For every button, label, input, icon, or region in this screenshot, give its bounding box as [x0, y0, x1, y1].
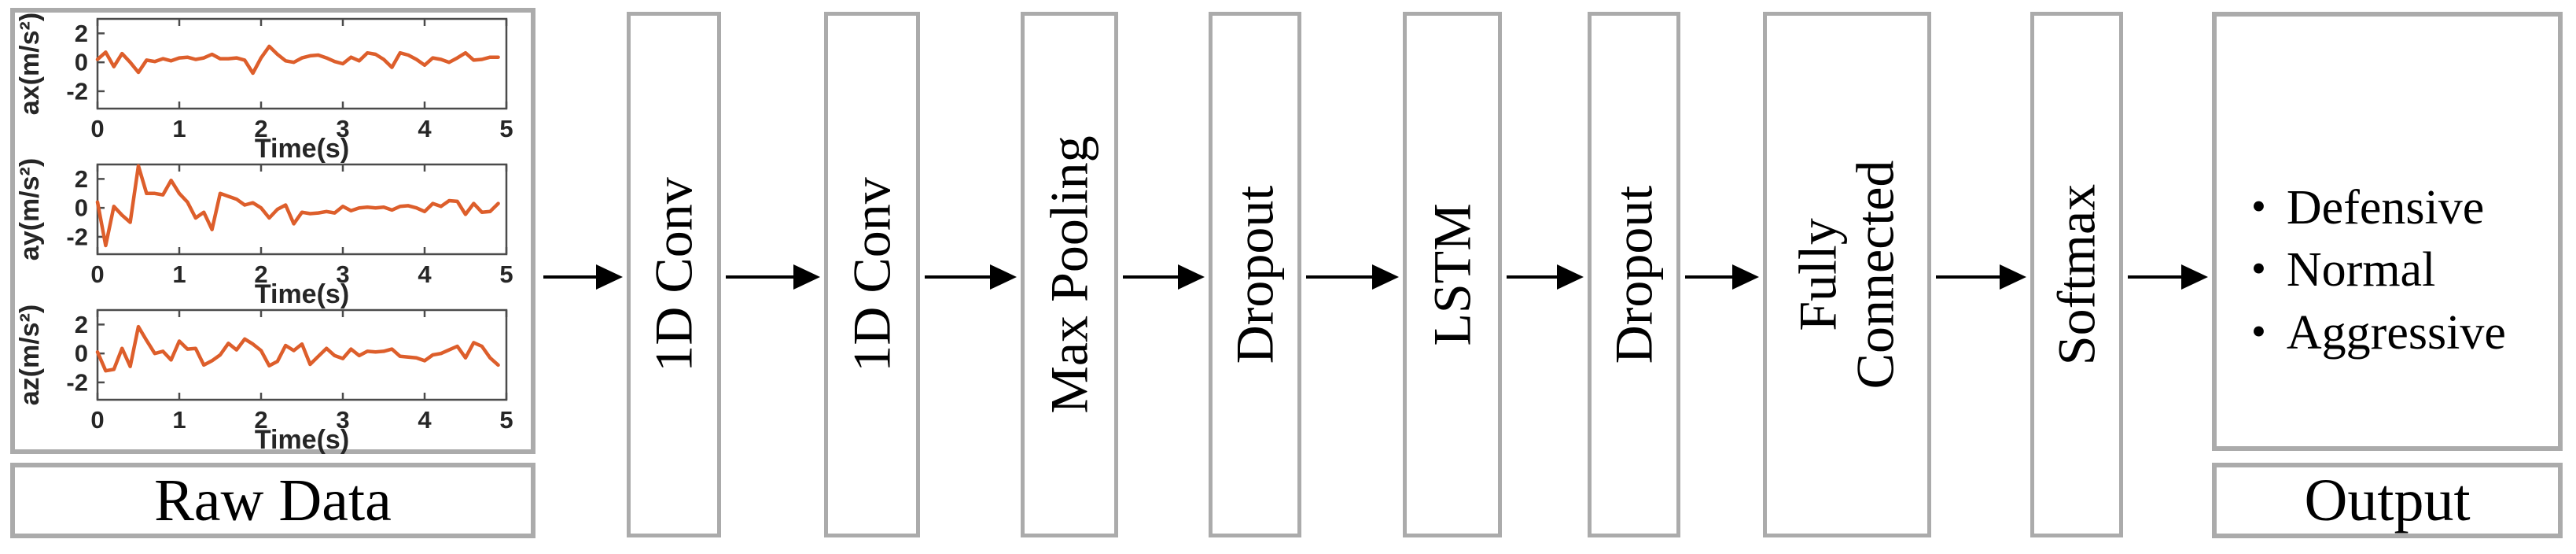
x-tick-label: 3: [336, 406, 349, 434]
block-label: 1D Conv: [643, 177, 704, 372]
y-tick-label: 0: [75, 49, 88, 76]
y-tick-label: 0: [75, 194, 88, 222]
block-label: Dropout: [1603, 185, 1664, 364]
x-tick-label: 1: [172, 260, 186, 288]
y-axis-label: ay(m/s²): [15, 158, 45, 260]
list-item-normal: • Normal: [2251, 245, 2558, 296]
x-tick-label: 3: [336, 260, 349, 288]
block-label: Softmax: [2046, 183, 2107, 366]
y-tick-label: 0: [75, 340, 88, 367]
x-axis-label: Time(s): [255, 279, 349, 309]
x-tick-label: 4: [418, 406, 432, 434]
output-caption-box: Output: [2212, 463, 2563, 538]
y-axis-label: az(m/s²): [15, 305, 45, 405]
block-label: LSTM: [1422, 203, 1482, 346]
axes-box: [96, 308, 508, 401]
y-tick-label: -2: [66, 223, 88, 250]
raw-data-caption-box: Raw Data: [10, 463, 535, 538]
output-panel: • Defensive • Normal • Aggressive: [2212, 12, 2563, 451]
block-fully-connected: Fully Connected: [1763, 12, 1931, 537]
y-tick-label: -2: [66, 77, 88, 105]
x-tick-label: 5: [499, 115, 513, 142]
block-label: Fully Connected: [1787, 160, 1905, 390]
x-tick-label: 1: [172, 115, 186, 142]
x-tick-label: 0: [90, 115, 104, 142]
signal-line: [95, 324, 500, 373]
flow-arrow: [1685, 264, 1759, 290]
signal-line: [95, 44, 500, 76]
x-axis-label: Time(s): [255, 425, 349, 455]
list-item-aggressive: • Aggressive: [2251, 305, 2558, 360]
x-tick-label: 2: [254, 260, 267, 288]
flow-arrow: [543, 264, 623, 290]
flow-arrow: [925, 264, 1017, 290]
flow-arrow: [1123, 264, 1205, 290]
bullet-icon: •: [2251, 183, 2266, 231]
x-tick-label: 0: [90, 260, 104, 288]
output-label: Output: [2304, 467, 2471, 534]
x-tick-label: 5: [499, 260, 513, 288]
x-tick-label: 4: [418, 260, 432, 288]
class-label: Defensive: [2286, 181, 2485, 235]
flow-arrow: [1507, 264, 1584, 290]
x-tick-label: 0: [90, 406, 104, 434]
block-label: Dropout: [1224, 185, 1285, 364]
y-tick-label: -2: [66, 368, 88, 396]
bullet-icon: •: [2251, 245, 2266, 293]
list-item-defensive: • Defensive: [2251, 183, 2558, 234]
block-label: Max Pooling: [1039, 135, 1099, 414]
x-tick-label: 2: [254, 406, 267, 434]
x-tick-label: 5: [499, 406, 513, 434]
class-label: Normal: [2286, 243, 2436, 297]
x-tick-label: 4: [418, 115, 432, 142]
bullet-icon: •: [2251, 307, 2266, 355]
axes-box: [96, 17, 508, 110]
block-dropout-2: Dropout: [1588, 12, 1680, 537]
block-1d-conv-2: 1D Conv: [824, 12, 920, 537]
x-axis-label: Time(s): [255, 134, 349, 164]
block-max-pooling: Max Pooling: [1021, 12, 1118, 537]
block-1d-conv-1: 1D Conv: [627, 12, 721, 537]
class-list: • Defensive • Normal • Aggressive: [2217, 17, 2558, 446]
flow-arrow: [2128, 264, 2208, 290]
flow-arrow: [1306, 264, 1399, 290]
y-axis-label: ax(m/s²): [15, 13, 45, 115]
x-tick-label: 2: [254, 115, 267, 142]
raw-data-label: Raw Data: [154, 467, 392, 534]
block-lstm: LSTM: [1403, 12, 1502, 537]
x-tick-label: 3: [336, 115, 349, 142]
y-tick-label: 2: [75, 20, 88, 47]
block-dropout-1: Dropout: [1209, 12, 1301, 537]
block-softmax: Softmax: [2030, 12, 2123, 537]
flow-arrow: [726, 264, 820, 290]
axes-box: [96, 163, 508, 256]
y-tick-label: 2: [75, 311, 88, 338]
y-tick-label: 2: [75, 165, 88, 193]
class-label: Aggressive: [2286, 305, 2506, 360]
block-label: 1D Conv: [841, 177, 902, 372]
signal-line: [95, 164, 500, 248]
flow-arrow: [1936, 264, 2026, 290]
x-tick-label: 1: [172, 406, 186, 434]
